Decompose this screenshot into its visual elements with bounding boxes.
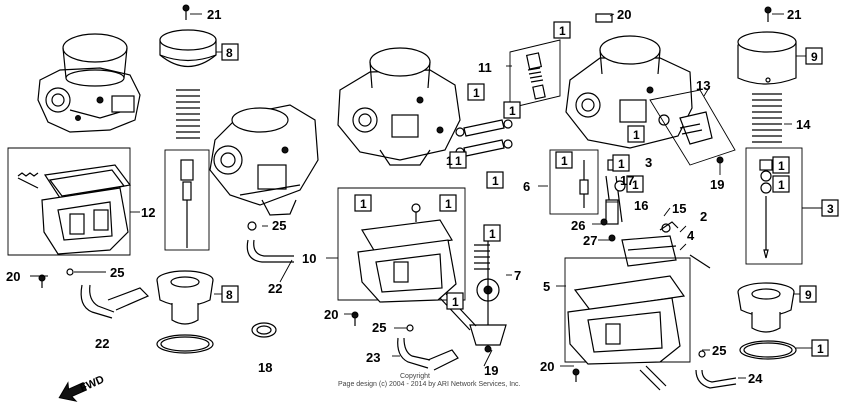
callout: 20 [617,7,631,22]
callout: 25 [372,320,386,335]
callout: 3 [827,202,834,216]
fwd-arrow-icon [58,381,88,402]
top-screw-left [182,4,190,20]
callout: 1 [489,227,496,241]
callout: 5 [543,279,550,294]
callout: 1 [446,154,453,168]
callout: 18 [258,360,272,375]
callout: 9 [811,50,818,64]
callout: 22 [268,281,282,296]
carburetor-body-right [565,13,693,149]
callout: 22 [95,336,109,351]
callout: 1 [778,178,785,192]
callout: 1 [633,128,640,142]
hose-parts-right [695,350,737,389]
callout: 2 [700,209,707,224]
vacuum-piston-right [737,6,803,265]
connecting-tubes [455,119,513,157]
callout: 16 [634,198,648,213]
callout: 19 [484,363,498,378]
copyright-label: Copyright [400,373,430,380]
callout: 1 [445,197,452,211]
callout: 7 [514,268,521,283]
float-bowl-assembly-center [337,187,466,303]
callout: 25 [272,218,286,233]
callout: 21 [787,7,801,22]
accelerator-pump-center [439,230,507,353]
callout: 8 [226,46,233,60]
callout: 20 [6,269,20,284]
callout: 13 [696,78,710,93]
callout: 1 [473,86,480,100]
callout: 4 [687,228,695,243]
callout: 1 [817,342,824,356]
callout: 8 [226,288,233,302]
callout: 1 [632,178,639,192]
vacuum-piston-left [159,29,217,251]
callout: 11 [478,60,492,75]
callout: 19 [710,177,724,192]
callout: 20 [324,307,338,322]
callout: 1 [561,154,568,168]
callout: 14 [796,117,811,132]
leader-lines [30,13,822,379]
credit-text: Page design (c) 2004 - 2014 by ARI Netwo… [338,381,521,388]
callout: 1 [778,159,785,173]
fuel-connector [621,221,711,269]
callout: 25 [712,343,726,358]
float-bowl-assembly-right [564,257,691,391]
screw-assembly-11 [509,39,561,109]
carburetor-body-left [37,33,141,133]
diaphragm-cover-left [156,270,214,354]
callout: 1 [452,295,459,309]
callout: 20 [540,359,554,374]
callout: 12 [141,205,155,220]
fwd-label: FWD [78,374,106,395]
throttle-linkage [649,89,736,166]
callout: 1 [559,24,566,38]
callout: 1 [360,197,367,211]
callout: 23 [366,350,380,365]
callout: 25 [110,265,124,280]
callout: 3 [645,155,652,170]
callout: 1 [455,154,462,168]
callout: 6 [523,179,530,194]
jets-parts-center [351,311,459,371]
hose-parts-left [38,221,294,338]
callout: 1 [618,157,625,171]
callout: 15 [672,201,686,216]
callout: 21 [207,7,221,22]
callout: 1 [509,104,516,118]
callout: 10 [302,251,316,266]
callout: 1 [492,174,499,188]
carburetor-body-center-left [209,104,319,216]
carburetor-body-center [337,47,461,166]
callout: 27 [583,233,597,248]
float-bowl-assembly-left [7,147,132,256]
diaphragm-cover-right [737,282,797,360]
callout: 9 [805,288,812,302]
callout-labels: 21 8 12 20 25 8 22 18 25 22 10 1 20 25 2… [6,7,834,386]
callout: 17 [620,173,634,188]
callout: 24 [748,371,763,386]
callout: 26 [571,218,585,233]
